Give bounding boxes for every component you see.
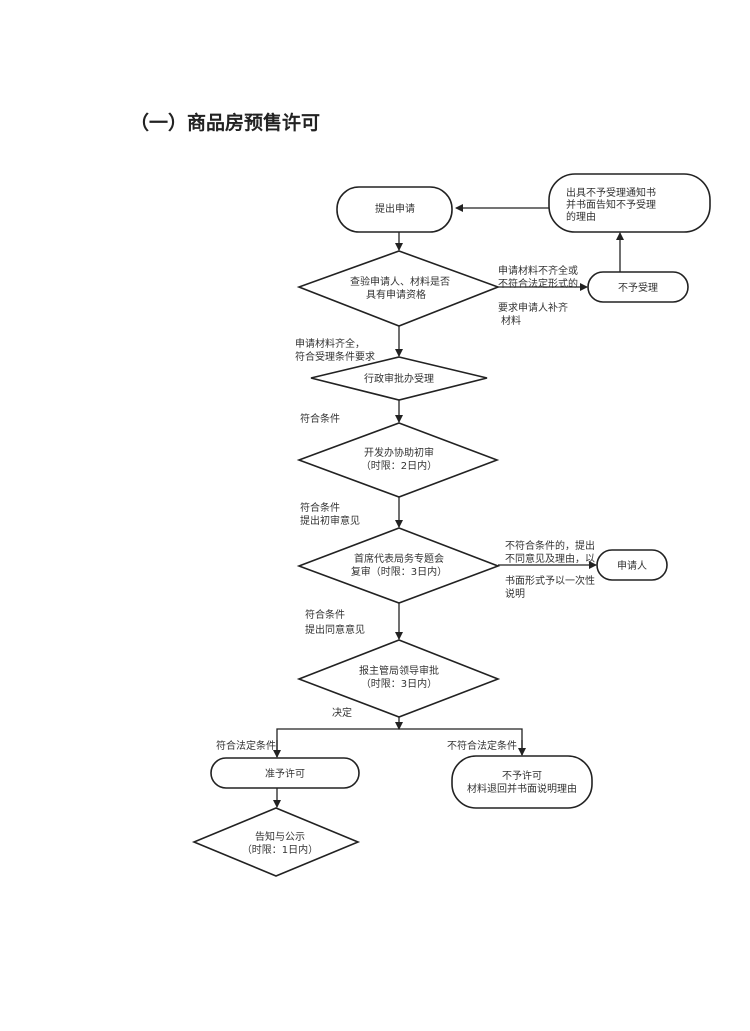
edge-label: 提出同意意见: [305, 623, 365, 636]
node-label: 提出申请: [375, 202, 415, 215]
node-label: 复审（时限：3日内）: [351, 565, 447, 578]
node-reject-accept: 不予受理: [587, 271, 689, 303]
node-label: （时限：2日内）: [361, 459, 437, 472]
edge-label: 符合条件: [300, 501, 340, 514]
node-check: 查验申请人、材料是否 具有申请资格: [296, 250, 501, 327]
node-label: 出具不予受理通知书: [566, 186, 656, 199]
node-notice: 出具不予受理通知书 并书面告知不予受理 的理由: [548, 173, 711, 233]
edge-label: 材料: [501, 314, 521, 327]
node-dev-review: 开发办协助初审 （时限：2日内）: [296, 422, 500, 498]
edge-label: 不符合法定形式的: [498, 277, 578, 290]
node-admin-accept: 行政审批办受理: [310, 356, 488, 401]
node-deny: 不予许可 材料退回并书面说明理由: [451, 755, 593, 809]
edge-label: 申请材料不齐全或: [498, 264, 578, 277]
edge-label: 决定: [332, 706, 352, 719]
node-label: 并书面告知不予受理: [566, 198, 656, 211]
page-title: （一）商品房预售许可: [130, 111, 320, 134]
node-label: 不予许可: [502, 770, 542, 782]
node-leader-approve: 报主管局领导审批 （时限：3日内）: [296, 639, 501, 718]
node-label: 首席代表局务专题会: [354, 552, 444, 565]
edge-label: 申请材料齐全，: [295, 337, 365, 350]
edge-label: 符合受理条件要求: [295, 350, 375, 363]
edge-label: 书面形式予以一次性: [505, 574, 595, 587]
node-label: 告知与公示: [255, 830, 305, 843]
edge-label: 要求申请人补齐: [498, 301, 568, 314]
edge-label: 符合条件: [305, 608, 345, 621]
node-grant: 准予许可: [210, 757, 360, 789]
edge-labels: 申请材料不齐全或 不符合法定形式的 要求申请人补齐 材料 申请材料齐全， 符合受…: [216, 264, 595, 752]
edge-label: 符合法定条件: [216, 739, 276, 752]
node-publish: 告知与公示 （时限：1日内）: [191, 807, 361, 877]
edge-label: 说明: [505, 587, 525, 600]
node-label: 具有申请资格: [366, 288, 426, 301]
node-label: 行政审批办受理: [364, 372, 434, 385]
edge-label: 提出初审意见: [300, 514, 360, 527]
node-label: （时限：3日内）: [361, 677, 437, 690]
node-label: 申请人: [617, 559, 647, 572]
edge-label: 不同意见及理由，以: [505, 552, 595, 565]
edge-label: 不符合法定条件: [447, 739, 517, 752]
connectors: [273, 204, 624, 808]
node-label: 准予许可: [265, 768, 305, 780]
node-label: 开发办协助初审: [364, 446, 434, 459]
node-label: 不予受理: [618, 282, 658, 294]
node-label: 的理由: [566, 210, 596, 223]
edge-label: 符合条件: [300, 412, 340, 425]
node-label: 查验申请人、材料是否: [350, 275, 450, 288]
node-label: 报主管局领导审批: [359, 664, 439, 677]
node-chief-review: 首席代表局务专题会 复审（时限：3日内）: [296, 527, 501, 604]
edge-label: 不符合条件的，提出: [505, 539, 595, 552]
node-submit: 提出申请: [336, 186, 453, 233]
node-label: 材料退回并书面说明理由: [467, 782, 577, 795]
node-applicant: 申请人: [596, 549, 668, 581]
node-label: （时限：1日内）: [242, 843, 318, 856]
